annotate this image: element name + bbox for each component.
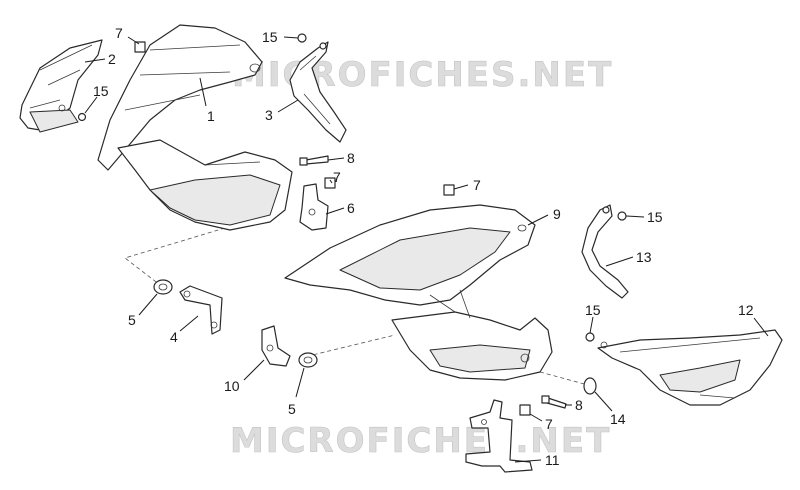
part-10-bracket (261, 325, 291, 367)
callout-15: 15 (262, 29, 278, 45)
callout-9: 9 (553, 206, 561, 222)
part-6-bracket (299, 183, 329, 231)
part-14-grommet (583, 377, 597, 395)
callout-8: 8 (347, 150, 355, 166)
callout-15: 15 (585, 302, 601, 318)
callout-6: 6 (347, 200, 355, 216)
part-15-nut-right-lower (585, 332, 595, 342)
part-15-nut-right-upper (617, 211, 627, 221)
callout-15: 15 (647, 209, 663, 225)
callout-8: 8 (575, 397, 583, 413)
callout-13: 13 (636, 249, 652, 265)
assembly-dash-lines (124, 227, 589, 386)
callout-10: 10 (224, 378, 240, 394)
watermark-bottom: MICROFICHES.NET (230, 421, 611, 461)
leader-lines (84, 36, 769, 463)
part-7-clip-top (134, 41, 146, 53)
part-7-clip-mid (324, 177, 336, 189)
callout-7: 7 (333, 169, 341, 185)
part-8-screw-upper (299, 155, 329, 166)
part-3-bracket (289, 41, 347, 143)
part-15-nut-left (77, 112, 87, 122)
part-13-bracket (581, 204, 629, 299)
callout-5: 5 (288, 401, 296, 417)
callout-labels: 7 2 15 1 15 3 8 7 6 7 9 15 13 5 4 15 12 … (93, 25, 754, 468)
callout-2: 2 (108, 51, 116, 67)
callout-7: 7 (473, 177, 481, 193)
callout-7: 7 (545, 416, 553, 432)
callout-11: 11 (545, 452, 560, 468)
watermark-top: MICROFICHES.NET (232, 55, 613, 95)
part-2-front-cover (19, 39, 103, 133)
callout-1: 1 (207, 108, 215, 124)
callout-5: 5 (128, 312, 136, 328)
part-1-side-fairing (97, 24, 293, 231)
part-7-clip-lower (519, 404, 531, 416)
part-11-bracket (465, 399, 533, 473)
callout-12: 12 (738, 302, 754, 318)
part-9-lower-fairing (284, 204, 553, 381)
part-5-grommet-left (153, 279, 173, 295)
part-5-grommet-right (298, 352, 318, 368)
callout-4: 4 (170, 329, 178, 345)
callout-15: 15 (93, 83, 109, 99)
part-15-nut-top (297, 33, 307, 43)
callout-3: 3 (265, 107, 273, 123)
part-4-bracket (179, 285, 223, 335)
part-7-clip-center (443, 184, 455, 196)
callout-14: 14 (610, 411, 626, 427)
callout-7: 7 (115, 25, 123, 41)
part-12-belly-pan (597, 329, 783, 406)
part-8-screw-lower (541, 395, 567, 409)
